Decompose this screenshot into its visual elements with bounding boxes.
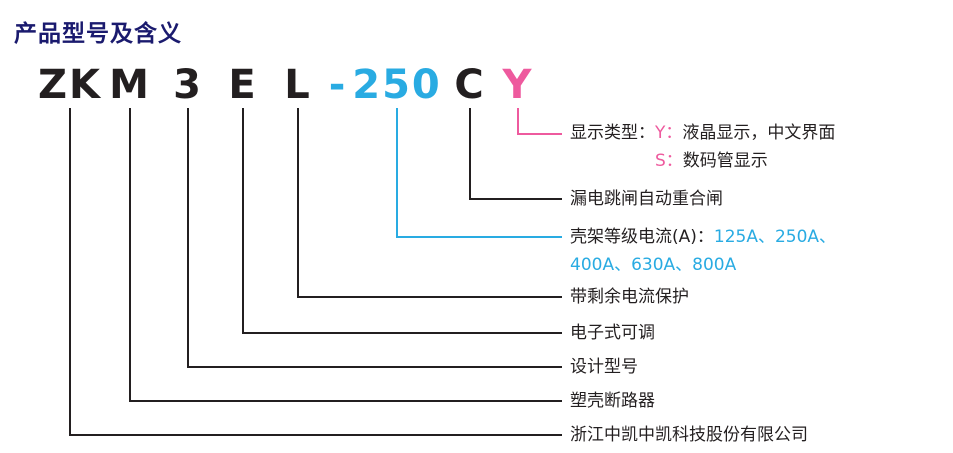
- label-display-type-s-key: S：: [655, 151, 683, 171]
- code-segment-y: Y: [502, 62, 534, 108]
- label-frame-current-values1: 125A、250A、: [713, 227, 837, 247]
- connector-3: [187, 108, 562, 368]
- label-display-type-prefix: 显示类型：: [570, 123, 655, 143]
- code-segment-250: 250: [352, 62, 442, 108]
- label-frame-current-line2: 400A、630A、800A: [570, 254, 736, 276]
- label-display-type-y-key: Y：: [655, 123, 683, 143]
- label-display-type-s-desc: 数码管显示: [682, 151, 768, 171]
- label-frame-current-values2: 400A、630A、800A: [570, 255, 737, 275]
- page-title: 产品型号及含义: [14, 21, 182, 47]
- label-molded-case-breaker: 塑壳断路器: [570, 391, 655, 411]
- label-display-type-s: S：数码管显示: [655, 150, 768, 172]
- label-frame-current-prefix: 壳架等级电流(A)：: [570, 227, 714, 247]
- connector-y: [517, 108, 562, 135]
- connector-e: [242, 108, 562, 334]
- connector-l: [297, 108, 562, 298]
- label-frame-current-line1: 壳架等级电流(A)：125A、250A、: [570, 226, 836, 248]
- label-residual-protection: 带剩余电流保护: [570, 287, 689, 307]
- label-electronic-adjustable: 电子式可调: [570, 323, 655, 343]
- label-display-type-y-desc: 液晶显示，中文界面: [682, 123, 836, 143]
- code-segment-dash: -: [328, 62, 348, 108]
- code-segment-c: C: [454, 62, 486, 108]
- code-segment-zk: ZK: [38, 62, 102, 108]
- connector-m: [129, 108, 562, 402]
- code-segment-l: L: [284, 62, 312, 108]
- label-reclose: 漏电跳闸自动重合闸: [570, 189, 723, 209]
- code-segment-m: M: [109, 62, 151, 108]
- connector-c: [469, 108, 562, 200]
- code-segment-3: 3: [173, 62, 203, 108]
- code-segment-e: E: [228, 62, 258, 108]
- label-display-type: 显示类型：Y：液晶显示，中文界面: [570, 122, 835, 144]
- connector-zk: [69, 108, 562, 436]
- label-company: 浙江中凯中凯科技股份有限公司: [570, 425, 808, 445]
- connector-250: [396, 108, 562, 238]
- label-design-model: 设计型号: [570, 357, 638, 377]
